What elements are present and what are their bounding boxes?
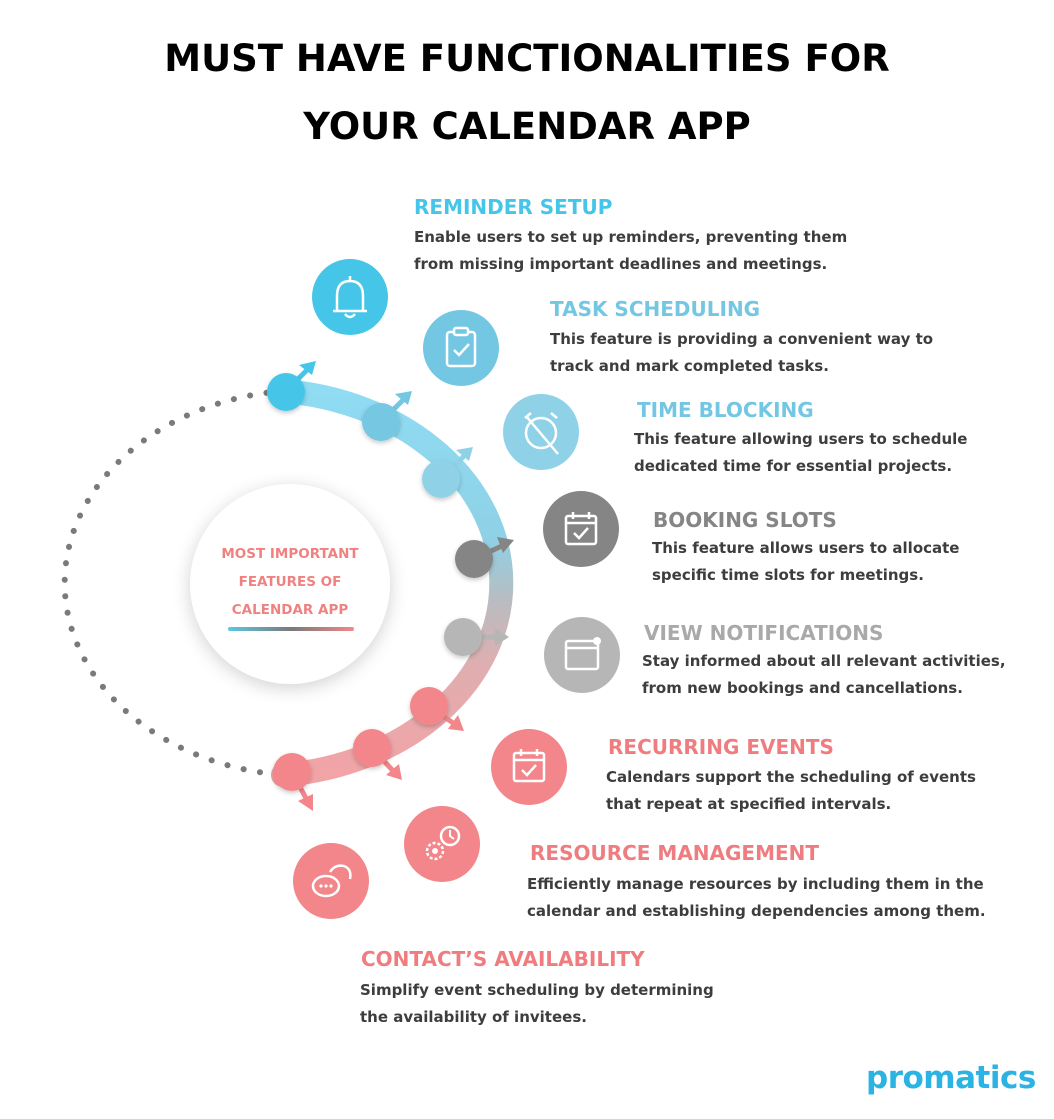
feature-title-booking-slots: BOOKING SLOTS [653, 508, 837, 532]
hub-gradient-bar [228, 627, 354, 631]
feature-desc-booking-slots-1: This feature allows users to allocate [652, 539, 960, 557]
feature-desc-view-notifications-1: Stay informed about all relevant activit… [642, 652, 1006, 670]
feature-desc-contacts-availability-1: Simplify event scheduling by determining [360, 981, 714, 999]
clipboard-check-icon [423, 310, 499, 386]
feature-desc-contacts-availability-2: the availability of invitees. [360, 1008, 587, 1026]
feature-desc-task-scheduling-1: This feature is providing a convenient w… [550, 330, 934, 348]
bell-icon [312, 259, 388, 335]
notification-window-icon [544, 617, 620, 693]
feature-title-time-blocking: TIME BLOCKING [637, 398, 814, 422]
dotted-arc [61, 388, 286, 778]
page-title-line-2: YOUR CALENDAR APP [303, 105, 751, 148]
feature-desc-time-blocking-1: This feature allowing users to schedule [634, 430, 968, 448]
arc-node-6 [410, 687, 464, 731]
arc-node-5 [444, 618, 509, 656]
feature-desc-reminder-setup-1: Enable users to set up reminders, preven… [414, 228, 848, 246]
feature-desc-recurring-events-2: that repeat at specified intervals. [606, 795, 892, 813]
hub-label-line-1: MOST IMPORTANT [221, 546, 359, 562]
feature-desc-reminder-setup-2: from missing important deadlines and mee… [414, 255, 828, 273]
arc-node-7 [353, 729, 402, 780]
feature-desc-resource-management-1: Efficiently manage resources by includin… [527, 875, 984, 893]
feature-title-contacts-availability: CONTACT’S AVAILABILITY [361, 947, 645, 971]
feature-desc-booking-slots-2: specific time slots for meetings. [652, 566, 924, 584]
page-title-line-1: MUST HAVE FUNCTIONALITIES FOR [164, 37, 890, 80]
feature-title-task-scheduling: TASK SCHEDULING [550, 297, 761, 321]
feature-desc-view-notifications-2: from new bookings and cancellations. [642, 679, 963, 697]
feature-title-reminder-setup: REMINDER SETUP [414, 195, 613, 219]
feature-desc-recurring-events-1: Calendars support the scheduling of even… [606, 768, 976, 786]
center-hub: MOST IMPORTANT FEATURES OF CALENDAR APP [190, 484, 390, 684]
arc-node-4 [455, 537, 514, 578]
calendar-check-icon [543, 491, 619, 567]
promatics-logo: promatics [866, 1060, 1036, 1096]
arc-node-3 [422, 447, 473, 498]
feature-title-view-notifications: VIEW NOTIFICATIONS [644, 621, 884, 645]
arc-node-2 [362, 391, 412, 441]
arc-node-1 [267, 361, 316, 411]
feature-title-recurring-events: RECURRING EVENTS [608, 735, 834, 759]
feature-desc-time-blocking-2: dedicated time for essential projects. [634, 457, 953, 475]
gears-clock-icon [404, 806, 480, 882]
hub-label-line-3: CALENDAR APP [231, 602, 349, 618]
feature-desc-resource-management-2: calendar and establishing dependencies a… [527, 902, 986, 920]
hub-label-line-2: FEATURES OF [238, 574, 342, 590]
chat-bubbles-icon [293, 843, 369, 919]
arc-node-8 [273, 753, 313, 811]
feature-desc-task-scheduling-2: track and mark completed tasks. [550, 357, 829, 375]
alarm-off-icon [503, 394, 579, 470]
calendar-repeat-icon [491, 729, 567, 805]
feature-title-resource-management: RESOURCE MANAGEMENT [530, 841, 820, 865]
